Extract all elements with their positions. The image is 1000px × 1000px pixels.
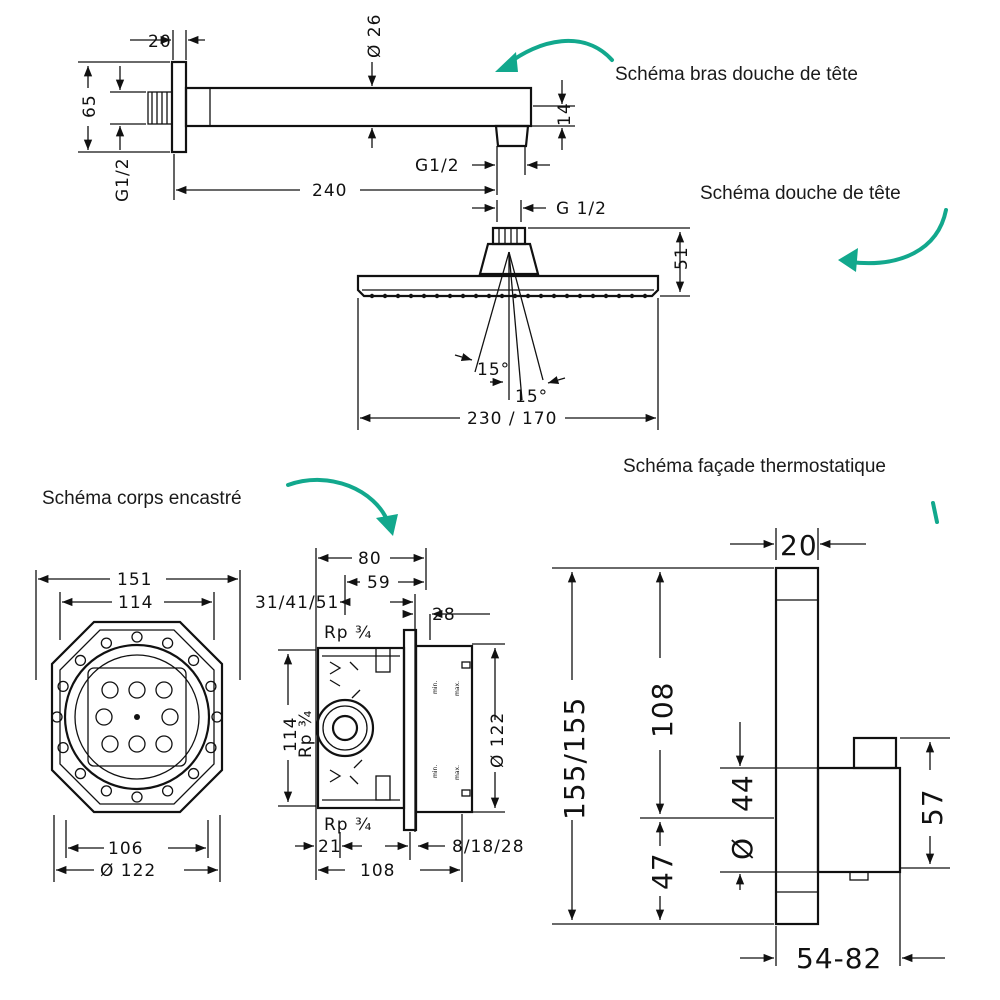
dim-facade-57: 57 [916, 788, 949, 826]
dim-front-106: 106 [108, 839, 143, 859]
label-side-rp-top: Rp ¾ [324, 623, 372, 643]
mounting-bolt [205, 680, 217, 693]
dim-facade-108: 108 [646, 682, 679, 738]
dim-facade-44: 44 [726, 774, 759, 812]
body-hole [101, 735, 119, 753]
dim-head-angle2: 15° [515, 387, 548, 407]
nozzle [525, 293, 531, 299]
thermostat-facade-drawing [552, 528, 950, 966]
dim-facade-dia: Ø [726, 837, 759, 860]
shower-arm-drawing [78, 30, 575, 200]
nozzle [486, 293, 492, 299]
nozzle [395, 293, 401, 299]
nozzle [603, 293, 609, 299]
mounting-bolt [100, 785, 113, 797]
nozzle [369, 293, 375, 299]
caption-arm: Schéma bras douche de tête [615, 64, 858, 85]
nozzle [408, 293, 414, 299]
nozzle [473, 293, 479, 299]
dim-facade-20: 20 [780, 529, 818, 562]
mounting-bolt [205, 741, 217, 754]
mounting-bolt [211, 711, 223, 723]
concealed-body-front-drawing [35, 570, 241, 882]
nozzle [499, 293, 505, 299]
dim-head-angle1: 15° [477, 360, 510, 380]
mounting-bolt [74, 654, 87, 667]
nozzle [577, 293, 583, 299]
nozzle [434, 293, 440, 299]
mounting-bolt [100, 637, 113, 649]
dim-head-width: 230 / 170 [467, 409, 557, 429]
nozzle [551, 293, 557, 299]
dim-side-21: 21 [318, 837, 342, 857]
dim-side-8-18-28: 8/18/28 [452, 837, 525, 857]
label-side-min-bottom: min. [432, 765, 439, 778]
mounting-bolt [161, 785, 174, 797]
caption-body: Schéma corps encastré [42, 488, 242, 509]
body-hole [128, 735, 146, 753]
mounting-bolt [74, 767, 87, 780]
mounting-bolt [187, 767, 200, 780]
nozzle [642, 293, 648, 299]
dim-side-108: 108 [360, 861, 395, 881]
nozzle [616, 293, 622, 299]
dim-head-51: 51 [672, 246, 692, 270]
dim-side-dia122: Ø 122 [488, 712, 508, 768]
caption-head: Schéma douche de tête [700, 183, 901, 204]
dim-arm-65: 65 [80, 94, 100, 118]
dim-facade-54-82: 54-82 [796, 942, 882, 975]
dim-arm-14: 14 [555, 102, 575, 126]
dim-side-31-41-51: 31/41/51 [255, 593, 339, 613]
dim-side-28: 28 [432, 605, 456, 625]
nozzle [629, 293, 635, 299]
mounting-bolt [187, 654, 200, 667]
label-side-rp-bottom: Rp ¾ [324, 815, 372, 835]
nozzle [564, 293, 570, 299]
dim-side-59: 59 [367, 573, 391, 593]
dim-facade-155: 155/155 [558, 697, 591, 820]
dim-arm-240: 240 [312, 181, 347, 201]
label-side-max-top: max. [454, 681, 461, 696]
nozzle [382, 293, 388, 299]
dim-arm-20: 20 [148, 32, 172, 52]
dim-side-rp-vertical: Rp ¾ [296, 710, 316, 758]
dim-front-114: 114 [118, 593, 153, 613]
body-hole [155, 735, 173, 753]
dim-front-151: 151 [117, 570, 152, 590]
mounting-bolt [161, 637, 174, 649]
body-hole [95, 708, 113, 726]
label-side-max-bottom: max. [454, 765, 461, 780]
mounting-bolt [57, 680, 69, 693]
mounting-bolt [51, 711, 63, 723]
mounting-bolt [131, 631, 143, 643]
nozzle [447, 293, 453, 299]
dim-facade-47: 47 [646, 852, 679, 890]
body-hole [155, 681, 173, 699]
dim-arm-g12-right: G1/2 [415, 156, 460, 176]
dim-side-80: 80 [358, 549, 382, 569]
dim-head-g12: G 1/2 [556, 199, 607, 219]
dim-front-dia122: Ø 122 [100, 861, 156, 881]
nozzle [538, 293, 544, 299]
body-hole [161, 708, 179, 726]
nozzle [512, 293, 518, 299]
nozzle [421, 293, 427, 299]
mounting-bolt [57, 741, 69, 754]
shower-head-drawing [356, 200, 690, 430]
dim-arm-dia26: Ø 26 [365, 14, 385, 58]
nozzle [590, 293, 596, 299]
dim-side-114: 114 [281, 717, 301, 752]
caption-facade: Schéma façade thermostatique [623, 456, 886, 477]
body-hole [128, 681, 146, 699]
concealed-body-side-drawing [278, 548, 505, 882]
label-side-min-top: min. [432, 681, 439, 694]
dim-arm-g12-left: G1/2 [113, 157, 133, 202]
nozzle [460, 293, 466, 299]
accent-arrows [286, 38, 948, 536]
mounting-bolt [131, 791, 143, 803]
body-hole [101, 681, 119, 699]
